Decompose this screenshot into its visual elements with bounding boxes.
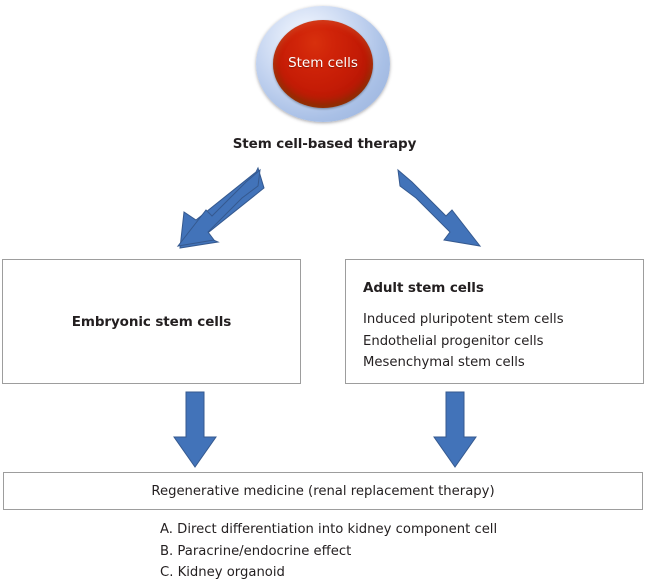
- sphere-label: Stem cells: [288, 55, 358, 72]
- stem-cell-sphere: Stem cells: [256, 6, 390, 122]
- regenerative-medicine-title: Regenerative medicine (renal replacement…: [151, 483, 495, 499]
- adult-stem-cells-box: Adult stem cells Induced pluripotent ste…: [345, 259, 644, 384]
- regenerative-outcome-list: A. Direct differentiation into kidney co…: [160, 519, 620, 582]
- adult-stem-cells-item: Induced pluripotent stem cells: [363, 312, 564, 327]
- regenerative-medicine-box: Regenerative medicine (renal replacement…: [3, 472, 643, 510]
- outcome-list-item: B. Paracrine/endocrine effect: [160, 543, 352, 559]
- stem-cell-therapy-caption: Stem cell-based therapy: [232, 136, 417, 152]
- arrow-to-adult-icon: [397, 168, 482, 247]
- outcome-list-item: A. Direct differentiation into kidney co…: [160, 522, 498, 537]
- adult-stem-cells-item: Endothelial progenitor cells: [363, 333, 544, 349]
- arrow-adult-to-regenerative-icon: [433, 391, 477, 468]
- sphere-outer-membrane: Stem cells: [256, 6, 390, 122]
- adult-stem-cells-item: Mesenchymal stem cells: [363, 355, 525, 370]
- sphere-inner-core: Stem cells: [273, 20, 373, 108]
- outcome-list-item: C. Kidney organoid: [160, 565, 285, 580]
- embryonic-stem-cells-title: Embryonic stem cells: [71, 313, 232, 330]
- arrow-embryonic-to-regenerative-icon: [173, 391, 217, 468]
- arrow-to-embryonic-icon: [176, 166, 265, 249]
- adult-stem-cells-title: Adult stem cells: [363, 280, 484, 296]
- embryonic-stem-cells-box: Embryonic stem cells: [2, 259, 301, 384]
